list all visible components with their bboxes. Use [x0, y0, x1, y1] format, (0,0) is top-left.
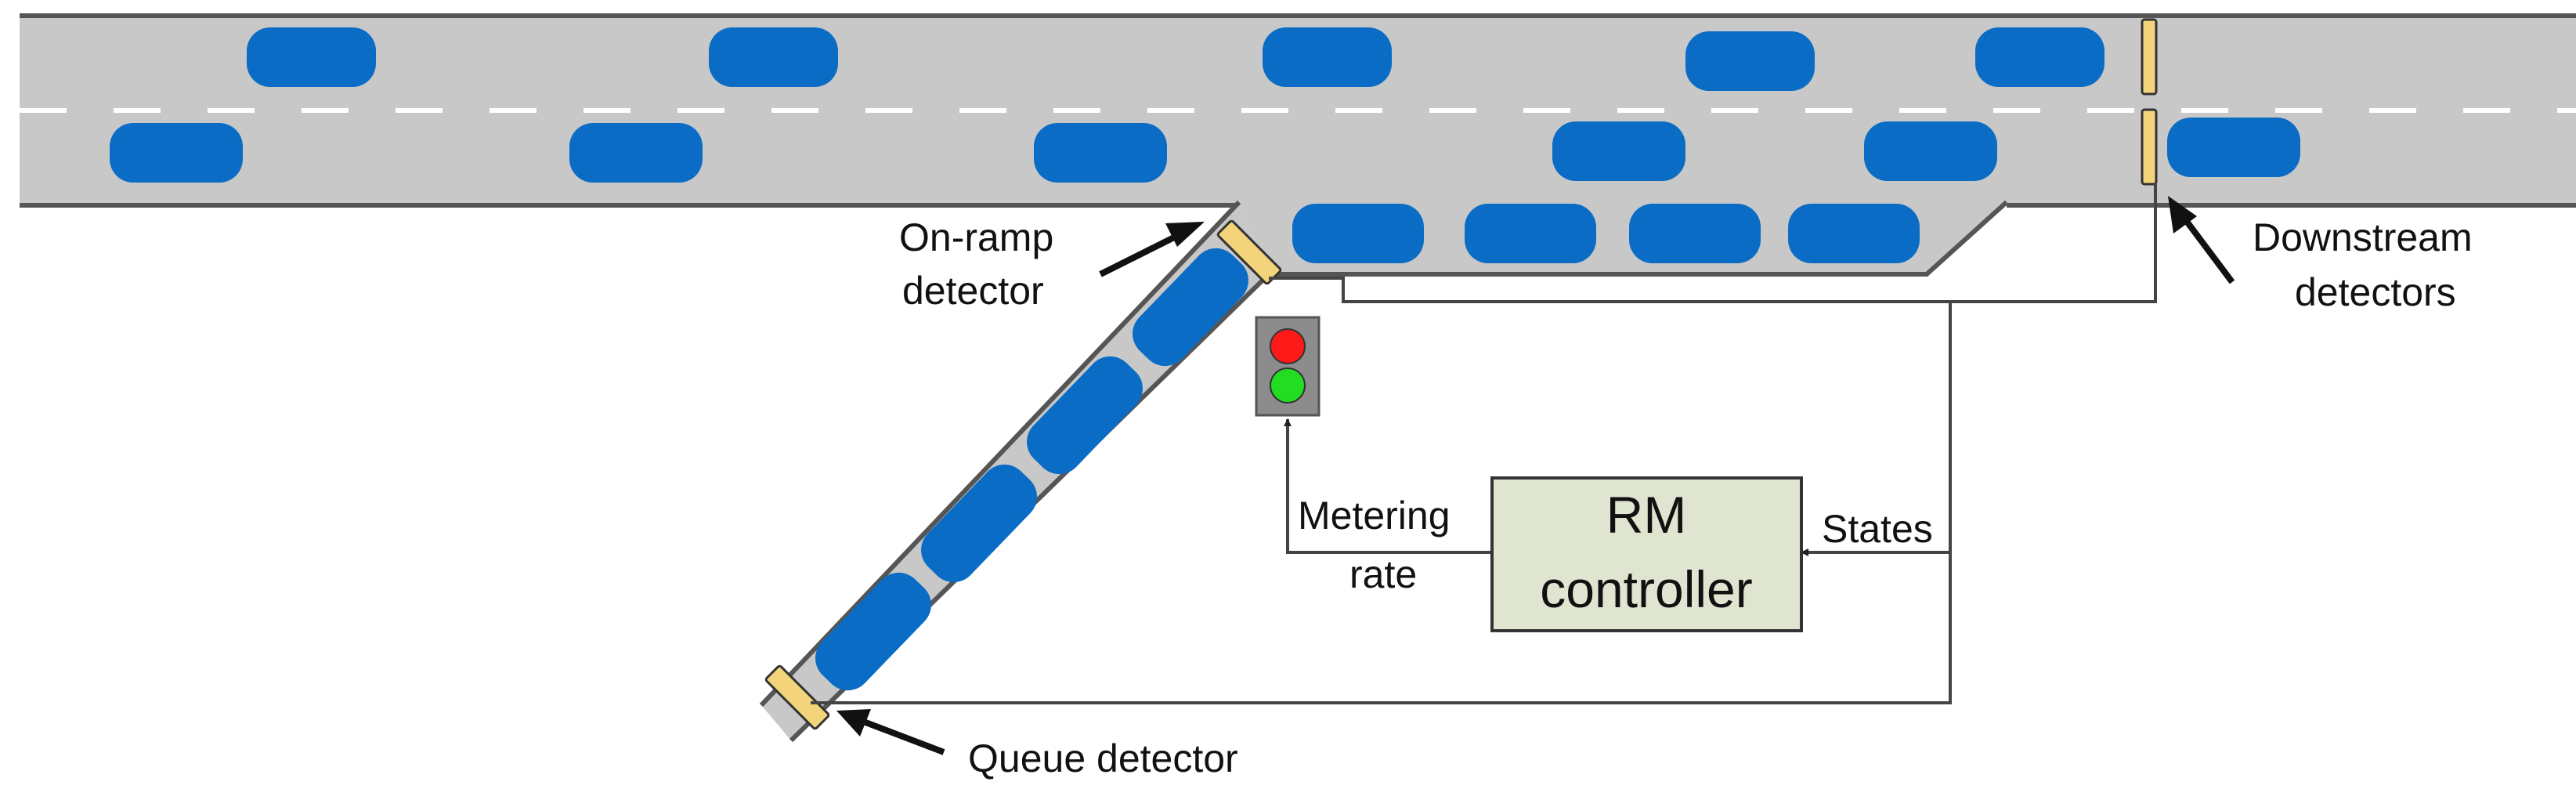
downstream-label-line2: detectors	[2295, 270, 2456, 314]
downstream-callout-arrow	[2182, 217, 2235, 284]
rm-controller-box	[1490, 476, 1803, 632]
car	[2167, 118, 2300, 177]
car	[921, 464, 1037, 583]
car	[1975, 27, 2105, 87]
downstream-detector-top	[2141, 18, 2158, 96]
rm-controller-label-line2: controller	[1540, 560, 1752, 618]
downstream-detector-bottom	[2141, 108, 2158, 186]
queue-callout-arrowhead	[836, 709, 871, 737]
car	[1263, 27, 1392, 87]
queue-detector-wire	[811, 552, 1952, 704]
downstream-callout-arrowhead	[2168, 196, 2197, 233]
car	[247, 27, 376, 87]
ramp-meter-signal	[1255, 316, 1321, 417]
metering-label-line1: Metering	[1298, 494, 1451, 537]
car	[1027, 356, 1143, 475]
car	[1552, 121, 1685, 181]
car	[1465, 204, 1596, 263]
car	[709, 27, 838, 87]
car	[1685, 31, 1815, 91]
rm-controller-label-line1: RM	[1606, 486, 1687, 544]
car	[1292, 204, 1424, 263]
callout-arrows	[836, 196, 2235, 755]
car	[1864, 121, 1997, 181]
car	[815, 572, 931, 691]
rm-controller: RM controller	[1490, 476, 1803, 632]
wiring	[811, 184, 2157, 704]
signal-red-light	[1270, 328, 1306, 364]
queue-detector	[764, 664, 830, 730]
car	[110, 123, 243, 183]
merge-lane-cars	[1292, 204, 1920, 263]
metering-label-line2: rate	[1349, 552, 1417, 596]
on-ramp-callout-arrow	[1099, 232, 1180, 277]
states-label: States	[1822, 507, 1933, 551]
car	[1788, 204, 1920, 263]
car	[569, 123, 703, 183]
labels: On-ramp detector Downstream detectors Me…	[899, 215, 2473, 780]
detectors	[764, 18, 2158, 730]
car	[1034, 123, 1167, 183]
car	[1629, 204, 1761, 263]
signal-green-light	[1270, 367, 1306, 404]
queue-detector-label: Queue detector	[968, 737, 1238, 780]
on-ramp-label-line2: detector	[902, 269, 1044, 313]
metering-rate-wire	[1284, 418, 1490, 554]
car	[1133, 248, 1248, 367]
merge-lane-edge	[1269, 200, 2009, 277]
on-ramp-cars	[815, 248, 1248, 691]
on-ramp-label-line1: On-ramp	[899, 215, 1053, 259]
downstream-label-line1: Downstream	[2253, 215, 2473, 259]
mainline-cars	[110, 27, 2300, 183]
on-ramp-left-edge	[759, 200, 1241, 708]
on-ramp-callout-arrowhead	[1165, 222, 1205, 247]
queue-callout-arrow	[860, 718, 945, 755]
on-ramp-detector-wire	[1269, 184, 2157, 303]
